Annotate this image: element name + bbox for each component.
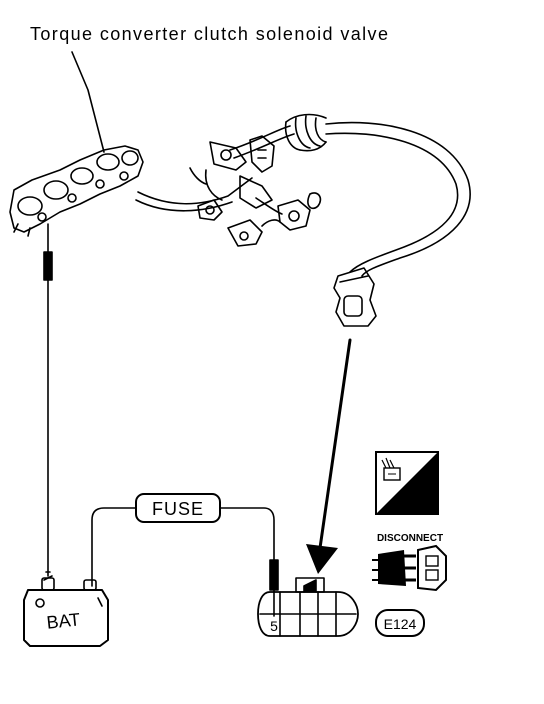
- battery-label: BAT: [46, 609, 82, 632]
- disconnect-label: DISCONNECT: [377, 533, 443, 544]
- battery: [23, 571, 109, 647]
- arrow-head-icon: [306, 544, 338, 574]
- connector-pin-number: 5: [270, 618, 278, 634]
- solenoid-valve-assembly: [9, 145, 144, 237]
- ts-label: T.S.: [398, 494, 420, 509]
- fuse-to-connector-wire: [219, 507, 275, 561]
- figure-code-box: [375, 609, 425, 637]
- figure-code: E124: [384, 616, 417, 632]
- harness-connector: [257, 577, 359, 637]
- connection-arrow-icon: [318, 338, 352, 550]
- trouble-shooting-icon: T.S.: [375, 451, 439, 515]
- battery-to-fuse-wire: [91, 507, 137, 587]
- wire-harness: [135, 113, 471, 327]
- disconnect-icon: [372, 544, 447, 592]
- wire-joint: [43, 251, 53, 281]
- label-leader-line: [71, 51, 105, 153]
- fuse-label: FUSE: [152, 499, 204, 519]
- component-label: Torque converter clutch solenoid valve: [30, 24, 390, 44]
- fuse-box: [135, 493, 221, 523]
- wire-joint: [269, 559, 279, 591]
